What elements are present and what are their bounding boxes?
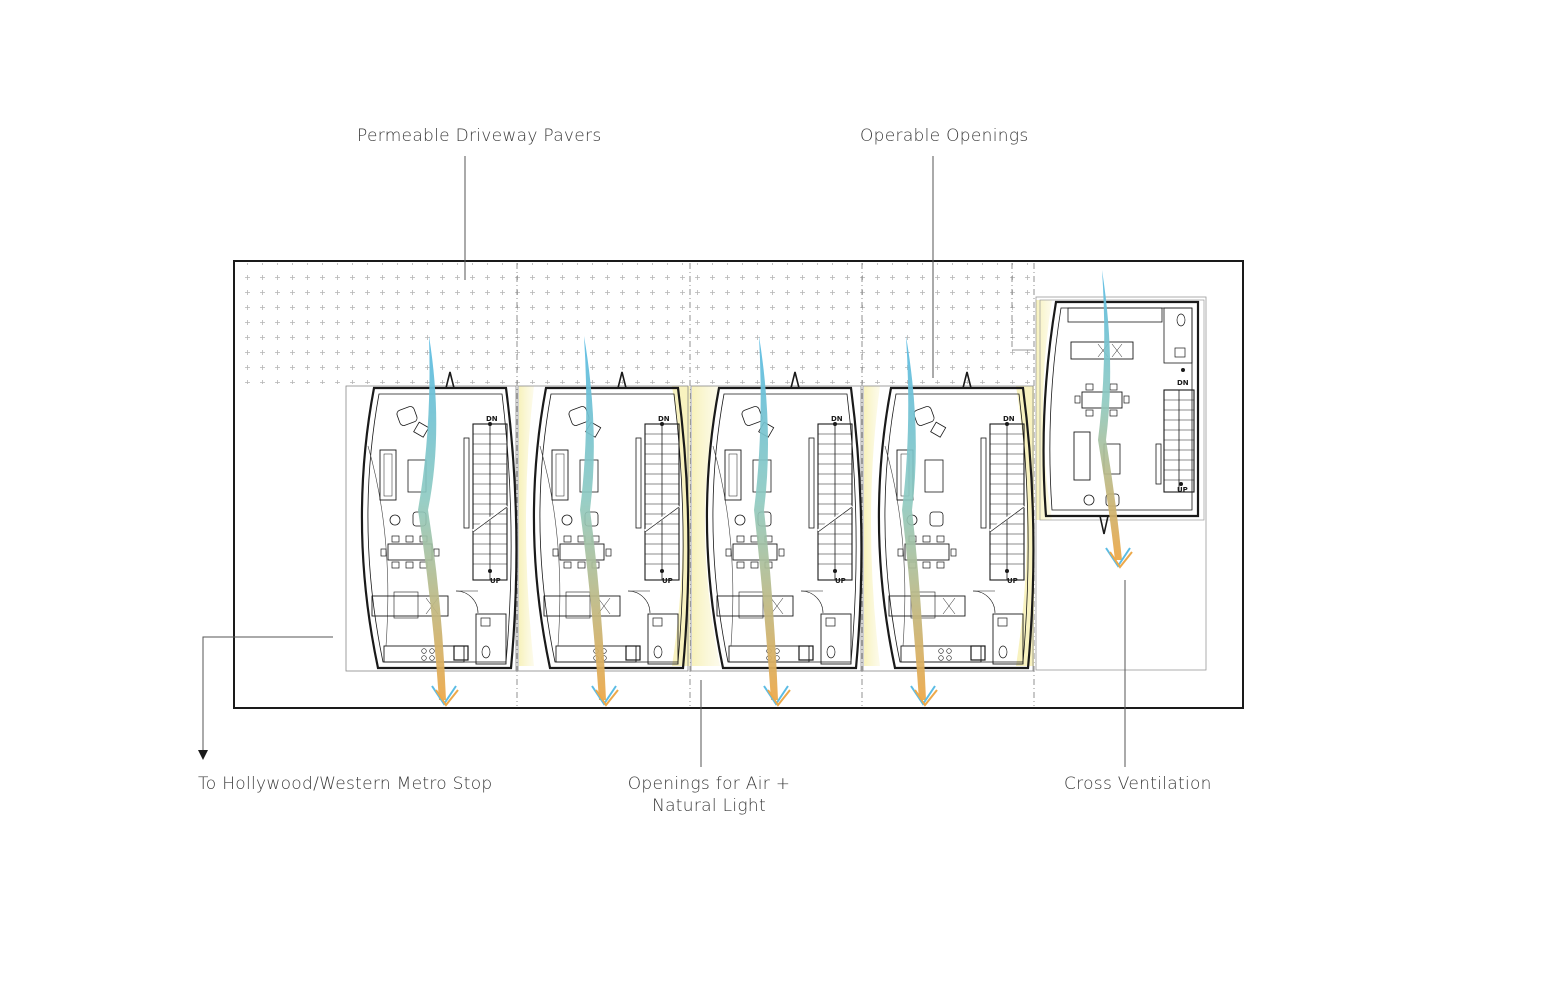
stair-dn-label: DN — [1177, 379, 1189, 387]
label-operable-openings: Operable Openings — [860, 126, 1029, 146]
airflow-ribbon-unit-3 — [754, 336, 791, 707]
airflow-ribbon-unit-2 — [580, 336, 619, 707]
label-openings-air-light: Openings for Air + Natural Light — [628, 773, 791, 817]
stair-up-label: UP — [835, 577, 846, 585]
airflow-ribbon-unit-4 — [902, 336, 938, 707]
stair-dn-label: DN — [486, 415, 498, 423]
label-permeable-pavers: Permeable Driveway Pavers — [357, 126, 602, 146]
stair-up-label: UP — [662, 577, 673, 585]
leader-lines — [202, 156, 1126, 767]
cross-ventilation-airflow — [418, 270, 1133, 707]
label-openings-air-line2: Natural Light — [652, 796, 766, 816]
label-metro-stop: To Hollywood/Western Metro Stop — [198, 774, 493, 794]
airflow-ribbon-unit-5 — [1098, 270, 1133, 569]
airflow-ribbon-unit-1 — [418, 336, 459, 707]
stair-up-label: UP — [1177, 486, 1188, 494]
stair-up-label: UP — [1007, 577, 1018, 585]
stair-labels: DN UP DN UP DN UP DN UP DN UP — [486, 379, 1189, 585]
label-cross-ventilation: Cross Ventilation — [1064, 774, 1212, 794]
unit-5 — [1035, 296, 1207, 671]
stair-dn-label: DN — [1003, 415, 1015, 423]
stair-dn-label: DN — [831, 415, 843, 423]
stair-up-label: UP — [490, 577, 501, 585]
metro-arrow-icon — [198, 750, 208, 760]
permeable-pavers-area — [236, 263, 1036, 384]
leader-metro-stop — [202, 636, 333, 752]
stair-dn-label: DN — [658, 415, 670, 423]
site-boundary — [233, 260, 1244, 709]
label-openings-air-line1: Openings for Air + — [627, 774, 791, 794]
